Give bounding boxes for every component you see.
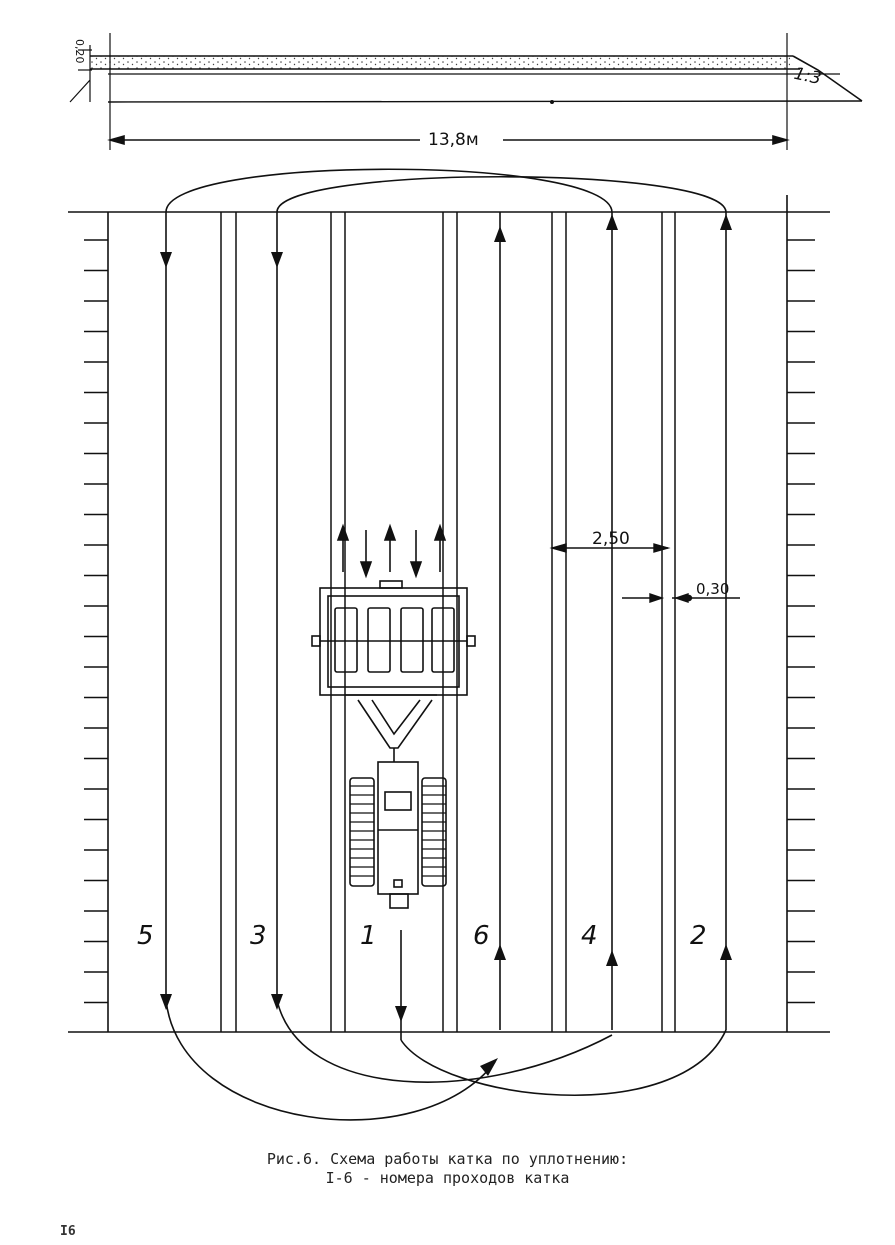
hitch-frame [357, 699, 433, 749]
arrow-up-4-bottom [606, 950, 618, 966]
track-treads [350, 785, 446, 877]
width-arrow-right [772, 134, 790, 146]
left-shoulder-hatching [84, 239, 108, 1004]
roller-drum-1 [334, 607, 358, 673]
arrow-up-2-bottom [720, 944, 732, 960]
width-arrow-left [107, 134, 125, 146]
arrow-up-4-top [606, 214, 618, 230]
plan-view [68, 195, 830, 1033]
caption-line-2: I-6 - номера проходов катка [325, 1169, 570, 1187]
pass-label-4: 4 [581, 921, 598, 951]
lane-width-label: 2,50 [592, 529, 630, 549]
roller-drum-2 [367, 607, 391, 673]
lane-dimension [549, 543, 740, 603]
tractor-body [377, 761, 419, 895]
roller-drum-3 [400, 607, 424, 673]
caption-line-1: Рис.6. Схема работы катка по уплотнению: [266, 1150, 629, 1168]
fill-layer [90, 56, 790, 69]
top-loop-outer [165, 168, 613, 213]
arrow-down-3-bottom [271, 994, 283, 1010]
roller-top-bracket [379, 580, 403, 589]
arrow-down-1 [395, 1006, 407, 1022]
arrow-up-6-bottom [494, 944, 506, 960]
roller-axle-left [311, 635, 321, 647]
bottom-loop-pass-5 [165, 999, 496, 1121]
right-shoulder-hatching [787, 239, 815, 1004]
thickness-label: 0,20 [73, 39, 86, 64]
tractor-cab [384, 791, 412, 811]
page-number: I6 [60, 1224, 76, 1239]
overlap-label: 0,30 [696, 580, 729, 598]
direction-arrows [160, 214, 732, 1076]
arrow-down-5-bottom [160, 994, 172, 1010]
bottom-loop-pass-1 [400, 1029, 727, 1097]
pass-label-1: 1 [360, 921, 377, 951]
base-line [107, 100, 863, 103]
arrow-up-2-top [720, 214, 732, 230]
slope-label: 1:3 [792, 64, 823, 89]
track-right [421, 777, 447, 887]
bottom-loop-pass-3 [276, 999, 613, 1083]
left-edge [69, 45, 91, 103]
roller-drum-4 [431, 607, 455, 673]
hitch-frame-inner [371, 699, 421, 736]
arrow-up-6-top [494, 226, 506, 242]
pass-label-5: 5 [137, 921, 154, 951]
tractor-detail [393, 879, 403, 888]
track-left [349, 777, 375, 887]
pass-label-6: 6 [473, 921, 490, 951]
motion-arrows [336, 523, 447, 579]
lane-lines [220, 212, 676, 1032]
pass-paths [165, 168, 727, 1121]
pass-label-2: 2 [690, 921, 707, 951]
cross-section [69, 33, 863, 150]
arrow-down-5-top [160, 252, 172, 268]
roller-axle-right [466, 635, 476, 647]
slope-line [792, 55, 863, 102]
arrow-down-3-top [271, 252, 283, 268]
pass-label-3: 3 [250, 921, 267, 951]
roller [311, 523, 476, 909]
arrow-pass-5-return [480, 1058, 498, 1076]
top-loop-inner [276, 175, 727, 213]
base-line-mark [550, 100, 554, 104]
width-label: 13,8м [428, 130, 479, 150]
tractor-rear [389, 893, 409, 909]
